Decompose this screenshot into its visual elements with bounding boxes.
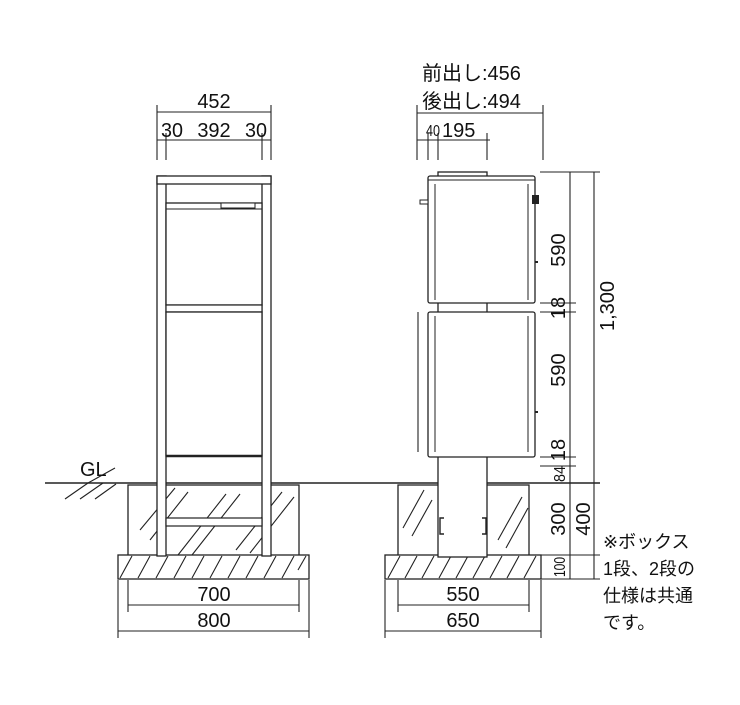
side-base-dimension [384, 580, 542, 638]
note-line-1: ※ボックス [603, 532, 690, 552]
front-width-total: 452 [197, 91, 230, 113]
side-top-part-1: 40 [426, 123, 440, 140]
front-width-dimension [156, 105, 272, 160]
ground-label: GL [80, 459, 107, 481]
note-line-3: 仕様は共通 [603, 586, 693, 606]
side-height-clearance: 84 [552, 466, 569, 482]
front-base-dimension [117, 580, 310, 638]
note-line-4: です。 [603, 613, 655, 633]
side-depth-rear: 後出し:494 [422, 90, 521, 113]
side-base-inner: 550 [446, 584, 479, 606]
front-view [117, 175, 310, 580]
ground-line [45, 467, 600, 500]
note: ※ボックス 1段、2段の 仕様は共通 です。 [603, 532, 695, 633]
note-line-2: 1段、2段の [603, 559, 695, 579]
front-width-part-right: 30 [245, 120, 267, 142]
side-depth-front: 前出し:456 [422, 62, 521, 85]
side-foundation-depth: 300 [548, 502, 570, 535]
side-height-gap-lower: 18 [548, 439, 570, 461]
front-base-outer: 800 [197, 610, 230, 632]
front-width-part-left: 30 [161, 120, 183, 142]
side-height-gap-upper: 18 [548, 297, 570, 319]
front-base-inner: 700 [197, 584, 230, 606]
side-top-part-2: 195 [442, 120, 475, 142]
side-height-total: 1,300 [597, 281, 619, 331]
side-view [384, 171, 542, 580]
front-width-part-center: 392 [197, 120, 230, 142]
side-height-box-upper: 590 [548, 233, 570, 266]
side-base-outer: 650 [446, 610, 479, 632]
side-height-dimension [540, 171, 600, 580]
side-foundation-total: 400 [573, 502, 595, 535]
side-depth-dimension [416, 105, 544, 160]
side-base-thickness: 100 [552, 557, 569, 577]
side-height-box-lower: 590 [548, 353, 570, 386]
